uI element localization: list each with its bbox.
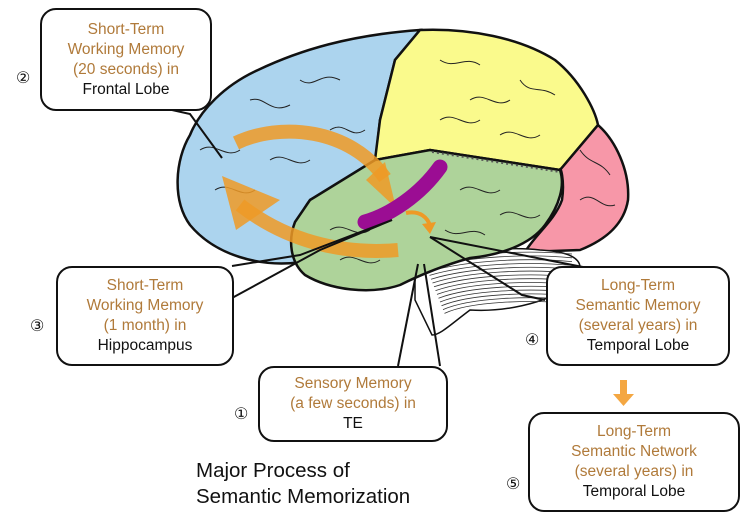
sulcus-line (469, 96, 511, 104)
pointer-temporal-2 (429, 236, 589, 269)
step-number-1: ① (234, 406, 249, 423)
callout-hippocampus: Short-Term Working Memory (1 month) in H… (56, 266, 234, 366)
callout-line: (a few seconds) in (290, 395, 416, 412)
callout-temporal-memory: Long-Term Semantic Memory (several years… (546, 266, 730, 366)
callout-line: (several years) in (574, 463, 694, 480)
callout-line: Short-Term (106, 277, 184, 294)
parietal-lobe (373, 28, 600, 172)
pointer-frontal (171, 109, 223, 159)
callout-location: Hippocampus (97, 337, 193, 354)
pointer-te-2 (423, 263, 441, 367)
callout-line: (several years) in (578, 317, 698, 334)
diagram-title-line1: Major Process of (196, 459, 350, 482)
callout-location: TE (343, 415, 363, 432)
callout-line: Working Memory (67, 40, 185, 58)
callout-pointers (171, 109, 589, 367)
pointer-hippocampus-2 (231, 219, 393, 299)
callout-location: Temporal Lobe (586, 337, 690, 354)
hippocampus (357, 159, 448, 230)
sulcus-line (329, 126, 366, 134)
pointer-hippocampus-1 (231, 219, 393, 267)
callout-line: Semantic Network (571, 443, 697, 460)
diagram-title-line2: Semantic Memorization (196, 485, 411, 508)
sulcus-line (444, 229, 486, 236)
diagram-title: Major Process of Semantic Memorization (196, 458, 410, 510)
cerebellum (414, 247, 581, 336)
step-number-2: ② (16, 70, 31, 87)
arrow-frontal-to-hippocampus (232, 124, 391, 183)
arrow-head-frontal-to-hippocampus (366, 162, 396, 208)
sulcus-line (269, 156, 311, 164)
sulcus-line (499, 131, 541, 139)
callout-frontal: Short-Term Working Memory (20 seconds) i… (40, 8, 212, 111)
brain-sulci (199, 59, 616, 264)
sulcus-line (199, 146, 241, 154)
pointer-temporal-1 (429, 236, 546, 301)
sulcus-line (439, 59, 481, 66)
sulcus-line (439, 116, 481, 124)
callout-line: Working Memory (86, 297, 204, 314)
arrow-hippocampus-to-frontal (235, 199, 399, 258)
arrow-head-hippocampus-to-frontal (222, 176, 280, 230)
step-number-5: ⑤ (506, 476, 521, 493)
cerebellum-fold (427, 259, 573, 272)
callout-sensory: Sensory Memory (a few seconds) in TE (258, 366, 448, 442)
step-number-4: ④ (525, 332, 540, 349)
lobe-boundary-dotted (431, 151, 561, 173)
sulcus-line (579, 149, 611, 176)
memory-flow-arrows (222, 124, 436, 258)
sulcus-line (579, 196, 616, 207)
down-arrow-icon (613, 380, 634, 406)
sulcus-line (339, 256, 381, 264)
callout-line: (1 month) in (103, 317, 187, 334)
sulcus-line (299, 76, 341, 84)
callout-line: (20 seconds) in (73, 60, 179, 78)
sulcus-line (459, 186, 501, 194)
pointer-te-1 (397, 263, 419, 367)
callout-line: Short-Term (87, 20, 165, 38)
callout-line: Long-Term (600, 277, 676, 294)
sulcus-line (249, 98, 291, 109)
callout-line: Sensory Memory (294, 375, 412, 392)
cerebellum-fold (429, 263, 573, 276)
callout-line: Semantic Memory (575, 297, 701, 314)
step-number-3: ③ (30, 318, 45, 335)
sulcus-line (519, 79, 556, 96)
sulcus-line (499, 211, 541, 219)
callout-line: Long-Term (596, 423, 672, 440)
arrow-head-hippocampus-to-temporal (422, 222, 436, 234)
callout-location: Temporal Lobe (582, 483, 686, 500)
callout-location: Frontal Lobe (82, 80, 170, 98)
callout-temporal-network: Long-Term Semantic Network (several year… (528, 412, 740, 512)
